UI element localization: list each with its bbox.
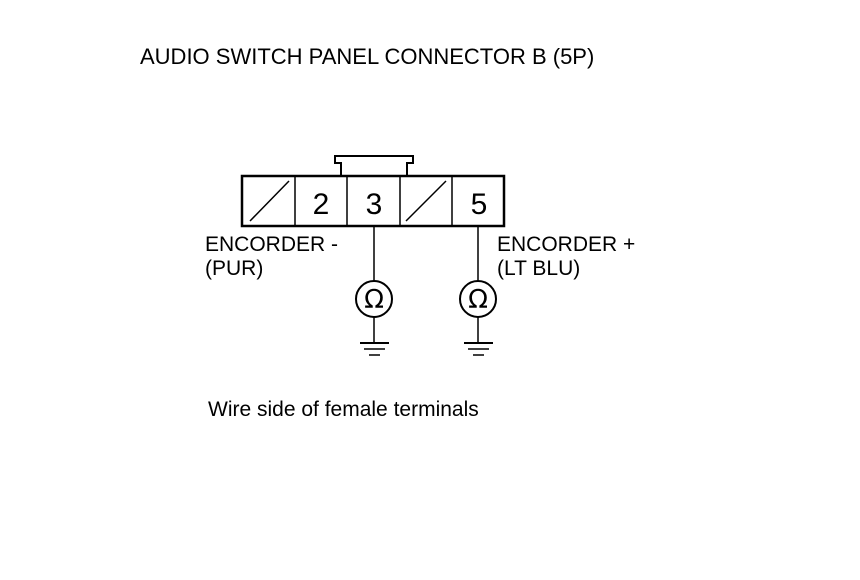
pin-1-blank-slash (249, 180, 290, 222)
wire-label-left-color: (PUR) (205, 257, 264, 280)
wire-label-right-name: ENCORDER + (497, 233, 636, 256)
connector-body (240, 174, 506, 228)
pin-label: 3 (366, 188, 383, 221)
connector-lock-tab (334, 155, 414, 176)
wire-label-left-name: ENCORDER - (205, 233, 339, 256)
pin-label: 2 (313, 188, 330, 221)
diagram-title: AUDIO SWITCH PANEL CONNECTOR B (5P) (140, 44, 595, 69)
ohmmeter-right-icon: Ω (468, 285, 488, 315)
wire-label-right: ENCORDER + (LT BLU) (497, 233, 635, 281)
diagram-caption: Wire side of female terminals (208, 398, 479, 421)
wire-label-right-color: (LT BLU) (497, 257, 581, 280)
wire-label-left: ENCORDER - (PUR) (205, 233, 338, 281)
pin-4-blank-slash (405, 180, 447, 222)
ohmmeter-left-icon: Ω (364, 285, 384, 315)
pin-label: 5 (471, 188, 488, 221)
